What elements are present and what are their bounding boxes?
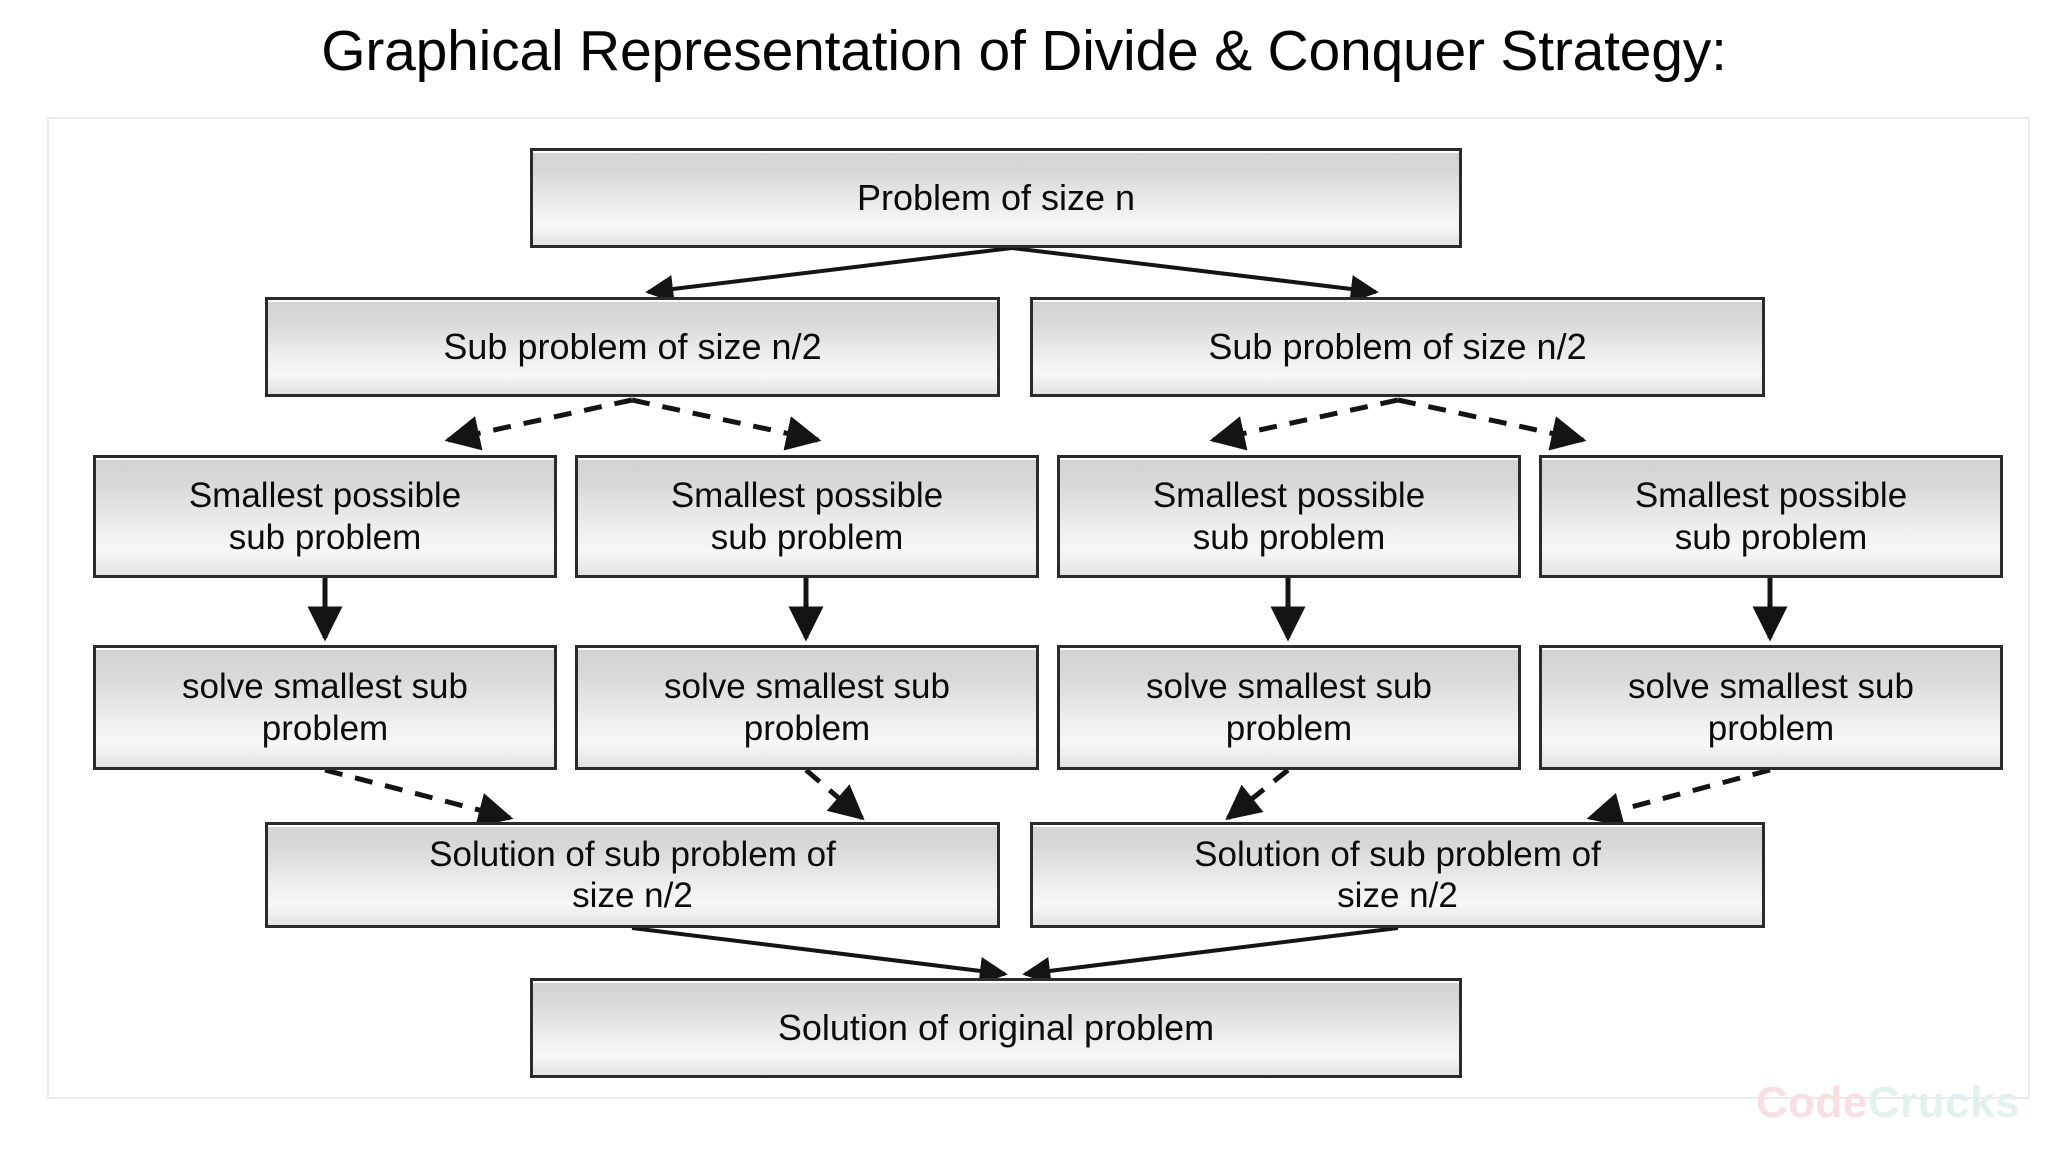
node-label: Sub problem of size n/2: [443, 325, 822, 367]
watermark-part-1: Code: [1755, 1078, 1868, 1127]
node-label: Solution of original problem: [777, 1006, 1215, 1048]
node-label: Solution of sub problem of size n/2: [429, 834, 836, 915]
node-sub-problem-left[interactable]: Sub problem of size n/2: [265, 297, 1000, 397]
node-label: Smallest possible sub problem: [1634, 476, 1908, 557]
node-solve-smallest-2[interactable]: solve smallest sub problem: [575, 645, 1039, 770]
node-solution-sub-problem-left[interactable]: Solution of sub problem of size n/2: [265, 822, 1000, 928]
node-smallest-sub-problem-3[interactable]: Smallest possible sub problem: [1057, 455, 1521, 578]
node-smallest-sub-problem-1[interactable]: Smallest possible sub problem: [93, 455, 557, 578]
node-solve-smallest-4[interactable]: solve smallest sub problem: [1539, 645, 2003, 770]
node-label: solve smallest sub problem: [182, 667, 468, 748]
watermark-part-2: Crucks: [1867, 1078, 2020, 1127]
node-solve-smallest-3[interactable]: solve smallest sub problem: [1057, 645, 1521, 770]
node-label: Smallest possible sub problem: [670, 476, 944, 557]
node-sub-problem-right[interactable]: Sub problem of size n/2: [1030, 297, 1765, 397]
node-smallest-sub-problem-4[interactable]: Smallest possible sub problem: [1539, 455, 2003, 578]
node-label: Smallest possible sub problem: [188, 476, 462, 557]
node-label: Problem of size n: [856, 176, 1136, 218]
node-label: solve smallest sub problem: [1628, 667, 1914, 748]
node-problem-of-size-n[interactable]: Problem of size n: [530, 148, 1462, 248]
watermark: CodeCrucks: [1756, 1078, 2020, 1128]
node-label: Sub problem of size n/2: [1208, 325, 1587, 367]
page-title: Graphical Representation of Divide & Con…: [321, 19, 1727, 83]
node-solve-smallest-1[interactable]: solve smallest sub problem: [93, 645, 557, 770]
figure-frame: [47, 117, 2030, 1099]
node-solution-sub-problem-right[interactable]: Solution of sub problem of size n/2: [1030, 822, 1765, 928]
node-solution-original-problem[interactable]: Solution of original problem: [530, 978, 1462, 1078]
node-label: Smallest possible sub problem: [1152, 476, 1426, 557]
node-label: solve smallest sub problem: [664, 667, 950, 748]
node-label: Solution of sub problem of size n/2: [1194, 834, 1601, 915]
node-label: solve smallest sub problem: [1146, 667, 1432, 748]
node-smallest-sub-problem-2[interactable]: Smallest possible sub problem: [575, 455, 1039, 578]
